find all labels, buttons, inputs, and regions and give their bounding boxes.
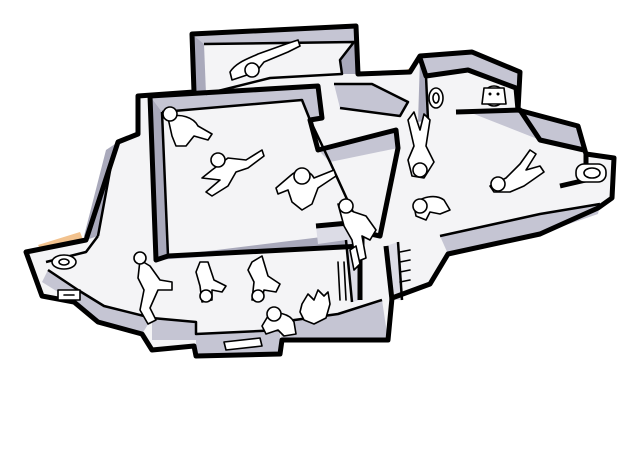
figure-running <box>201 149 265 197</box>
toilet-icon <box>428 87 444 109</box>
mat-icon <box>223 337 263 351</box>
figure-corridor <box>349 245 361 271</box>
corridor-line-4 <box>396 241 404 301</box>
figure-dancing <box>275 167 337 211</box>
wall-passage <box>334 84 408 116</box>
drawer-icon <box>57 289 81 301</box>
step-marks <box>399 249 411 283</box>
outer-wall-line <box>23 23 617 359</box>
figure-reaching <box>489 149 545 193</box>
central-room-floor-edge <box>161 98 364 233</box>
figure-kneeling <box>412 195 451 221</box>
upper-right-room-line <box>417 57 521 111</box>
figure-hand <box>299 289 331 325</box>
figure-face <box>481 85 507 107</box>
upper-right-room-left <box>424 75 430 121</box>
figure-crouching <box>162 106 213 147</box>
wall-right-wing <box>474 110 584 150</box>
central-room-floor-left <box>160 111 170 257</box>
wall-upper-right-room-left <box>418 58 428 122</box>
figure-bottom-3 <box>247 255 281 303</box>
corridor-line-3 <box>383 245 395 301</box>
sink-icon <box>575 163 607 183</box>
right-wing-bottom-line <box>439 202 601 238</box>
top-room-inner <box>203 40 356 96</box>
wall-central-right <box>318 130 398 162</box>
figure-bottom-1 <box>133 251 173 325</box>
figure-top-room <box>229 39 301 81</box>
left-wing-inner <box>96 141 120 237</box>
bars-icon <box>337 261 347 301</box>
wall-corridor <box>316 222 360 302</box>
figure-sitting <box>261 306 297 337</box>
corridor-line-2 <box>344 239 354 303</box>
passage-line <box>334 82 410 118</box>
figure-climbing <box>337 198 377 263</box>
figures <box>133 39 545 337</box>
wall-bottom-center <box>152 318 196 340</box>
figure-bottom-2 <box>195 261 227 303</box>
furniture <box>51 87 607 351</box>
figure-upside-down <box>407 111 435 179</box>
right-wing-line <box>455 107 585 153</box>
wall-right-wing-bottom <box>440 204 600 254</box>
left-sink-icon <box>51 254 77 270</box>
wall-bottom-right-room <box>280 300 388 340</box>
